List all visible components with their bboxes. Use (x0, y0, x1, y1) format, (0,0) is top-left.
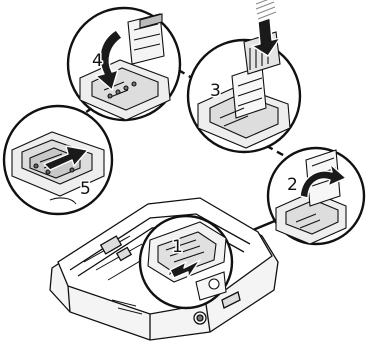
step-4-number: 4 (92, 51, 103, 71)
step-4-panel: 4 (68, 8, 180, 120)
step-3-motion-lines (256, 0, 276, 19)
step-1-panel: 1 (140, 216, 232, 308)
step-5-number: 5 (80, 179, 91, 199)
step-2-panel: 2 (268, 148, 364, 244)
step-1-number: 1 (172, 237, 183, 257)
step-3-number: 3 (210, 81, 221, 101)
step-3-panel: 3 (188, 0, 300, 152)
step-2-number: 2 (287, 175, 298, 195)
step-5-panel: 5 (4, 106, 112, 214)
